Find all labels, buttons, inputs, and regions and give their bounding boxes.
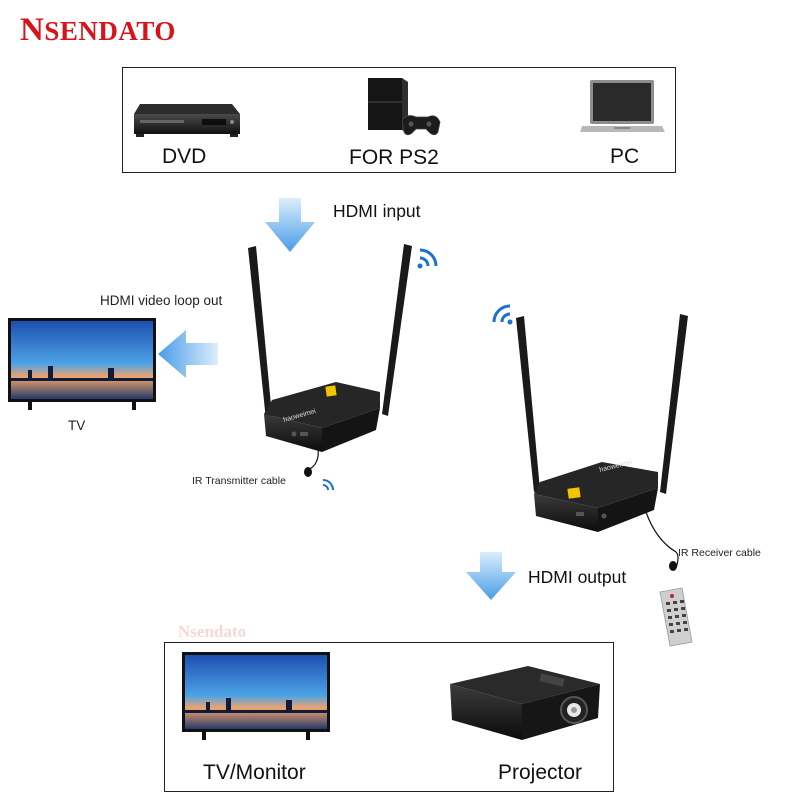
loop-out-label: HDMI video loop out [100,293,223,308]
hdmi-input-arrow [265,198,315,252]
brand-logo: NSENDATO [20,12,176,49]
hdmi-output-arrow [466,552,516,600]
remote-control-icon [659,587,693,647]
ir-transmitter-label: IR Transmitter cable [192,475,286,487]
wifi-signal-icon [417,248,438,269]
watermark: Nsendato [178,622,247,641]
ir-receiver-label: IR Receiver cable [678,547,761,559]
tv-monitor-icon [182,652,330,740]
ir-receiver-head [669,561,677,571]
source-label-dvd: DVD [162,145,207,168]
laptop-icon [580,80,665,132]
ir-signal-icon [322,479,334,491]
hdmi-output-label: HDMI output [528,567,627,587]
game-console-icon [368,78,441,136]
output-label-tv-monitor: TV/Monitor [203,761,306,784]
projector-icon [450,666,600,740]
source-label-ps2: FOR PS2 [349,146,439,169]
source-label-pc: PC [610,145,640,168]
hdmi-input-label: HDMI input [333,201,421,221]
transmitter-device: haoweimei [248,244,412,477]
dvd-player-icon [134,104,240,137]
tv-icon [8,318,156,410]
wifi-signal-icon [492,304,513,325]
brand-logo-initial: N [20,12,45,48]
receiver-device: haoweimei [516,314,688,569]
loop-out-arrow [158,330,218,378]
output-label-projector: Projector [498,761,583,784]
brand-logo-rest: SENDATO [44,16,176,46]
tv-label: TV [68,418,86,433]
